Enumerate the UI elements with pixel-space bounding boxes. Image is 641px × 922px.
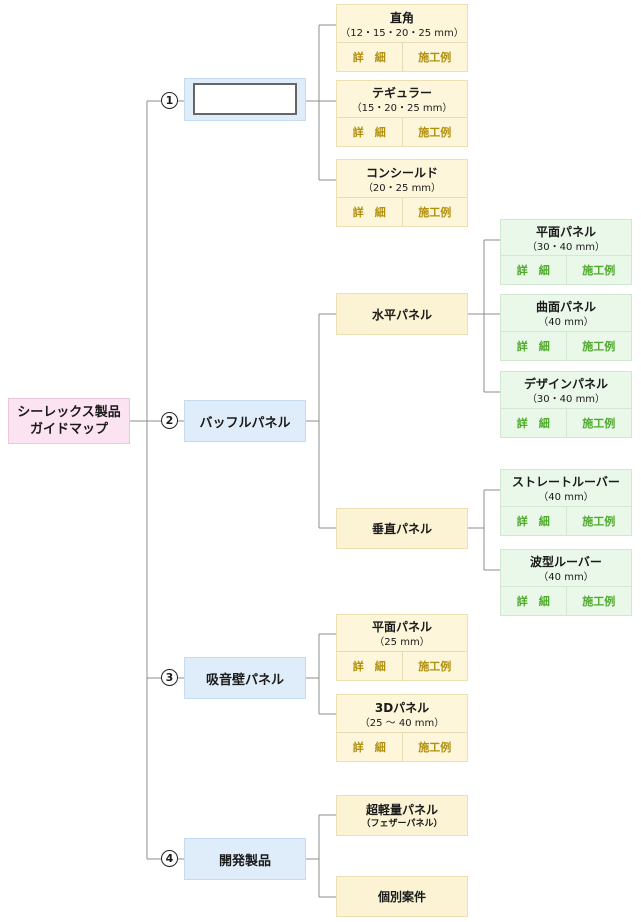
card-spec: （40 mm）	[538, 317, 594, 328]
card-flat-panel-wall: 平面パネル （25 mm） 詳 細 施工例	[336, 614, 468, 681]
sub-label: 超軽量パネル	[365, 802, 438, 817]
card-curved-panel: 曲面パネル （40 mm） 詳 細 施工例	[500, 294, 632, 361]
card-title: 直角	[389, 10, 414, 25]
card-spec: （30・40 mm）	[526, 394, 606, 405]
detail-link[interactable]: 詳 細	[501, 507, 567, 535]
card-wave-louver: 波型ルーバー （40 mm） 詳 細 施工例	[500, 549, 632, 616]
card-title: 平面パネル	[371, 620, 432, 634]
example-link[interactable]: 施工例	[418, 51, 452, 64]
number-badge-2: 2	[161, 412, 178, 429]
example-link[interactable]: 施工例	[418, 206, 452, 219]
card-title: 3Dパネル	[374, 700, 430, 715]
detail-link[interactable]: 詳 細	[337, 118, 403, 146]
card-chokkaku: 直角 （12・15・20・25 mm） 詳 細 施工例	[336, 4, 468, 72]
example-link[interactable]: 施工例	[582, 417, 616, 430]
category-label: バッフルパネル	[199, 415, 291, 431]
detail-link[interactable]: 詳 細	[337, 43, 403, 71]
detail-link[interactable]: 詳 細	[337, 198, 403, 226]
card-title: 平面パネル	[535, 224, 596, 239]
card-spec: （25 ～ 40 mm）	[359, 717, 445, 729]
sub-label: 水平パネル	[371, 307, 432, 322]
card-title: 曲面パネル	[535, 300, 596, 314]
card-spec: （40 mm）	[538, 572, 594, 583]
category-label: 吸音壁パネル	[205, 672, 284, 688]
detail-link[interactable]: 詳 細	[337, 733, 403, 761]
detail-link[interactable]: 詳 細	[501, 409, 567, 437]
example-link[interactable]: 施工例	[418, 660, 452, 673]
root-title-line1: シーレックス製品	[17, 405, 121, 420]
card-spec: （20・25 mm）	[362, 182, 442, 194]
example-link[interactable]: 施工例	[418, 126, 452, 139]
card-title: コンシールド	[365, 165, 438, 180]
sub-vertical-panel[interactable]: 垂直パネル	[336, 508, 468, 549]
card-3d-panel: 3Dパネル （25 ～ 40 mm） 詳 細 施工例	[336, 694, 468, 762]
root-title-line2: ガイドマップ	[29, 422, 108, 437]
example-link[interactable]: 施工例	[582, 595, 616, 608]
sub-horizontal-panel[interactable]: 水平パネル	[336, 293, 468, 335]
category-1[interactable]	[184, 78, 306, 121]
card-tegyura: テギュラー （15・20・25 mm） 詳 細 施工例	[336, 80, 468, 147]
card-straight-louver: ストレートルーバー （40 mm） 詳 細 施工例	[500, 469, 632, 536]
category-development-products[interactable]: 開発製品	[184, 838, 306, 880]
card-concealed: コンシールド （20・25 mm） 詳 細 施工例	[336, 159, 468, 227]
sub-note: （フェザーパネル）	[361, 818, 443, 829]
number-badge-3: 3	[161, 669, 178, 686]
card-flat-panel: 平面パネル （30・40 mm） 詳 細 施工例	[500, 219, 632, 285]
sub-ultralight-panel[interactable]: 超軽量パネル （フェザーパネル）	[336, 795, 468, 836]
category-sound-absorbing-wall-panel[interactable]: 吸音壁パネル	[184, 657, 306, 699]
number-badge-1: 1	[161, 92, 178, 109]
card-title: ストレートルーバー	[512, 475, 620, 489]
card-title: 波型ルーバー	[530, 555, 602, 569]
example-link[interactable]: 施工例	[582, 515, 616, 528]
detail-link[interactable]: 詳 細	[501, 587, 567, 615]
example-link[interactable]: 施工例	[418, 741, 452, 754]
sub-custom-projects[interactable]: 個別案件	[336, 876, 468, 917]
sub-label: 個別案件	[377, 890, 426, 904]
category-label: 開発製品	[218, 853, 271, 869]
detail-link[interactable]: 詳 細	[501, 256, 567, 284]
detail-link[interactable]: 詳 細	[501, 332, 567, 360]
sub-label: 垂直パネル	[371, 522, 432, 536]
example-link[interactable]: 施工例	[582, 264, 616, 277]
card-design-panel: デザインパネル （30・40 mm） 詳 細 施工例	[500, 371, 632, 438]
card-spec: （15・20・25 mm）	[351, 103, 453, 114]
root-node: シーレックス製品 ガイドマップ	[8, 398, 130, 444]
number-badge-4: 4	[161, 850, 178, 867]
card-title: テギュラー	[371, 86, 432, 100]
card-spec: （30・40 mm）	[526, 241, 606, 253]
category-baffle-panel[interactable]: バッフルパネル	[184, 400, 306, 442]
category-1-label-box	[193, 82, 297, 115]
detail-link[interactable]: 詳 細	[337, 652, 403, 680]
card-spec: （25 mm）	[374, 637, 430, 648]
card-title: デザインパネル	[523, 377, 608, 391]
card-spec: （12・15・20・25 mm）	[340, 27, 464, 39]
example-link[interactable]: 施工例	[582, 340, 616, 353]
card-spec: （40 mm）	[538, 492, 594, 503]
